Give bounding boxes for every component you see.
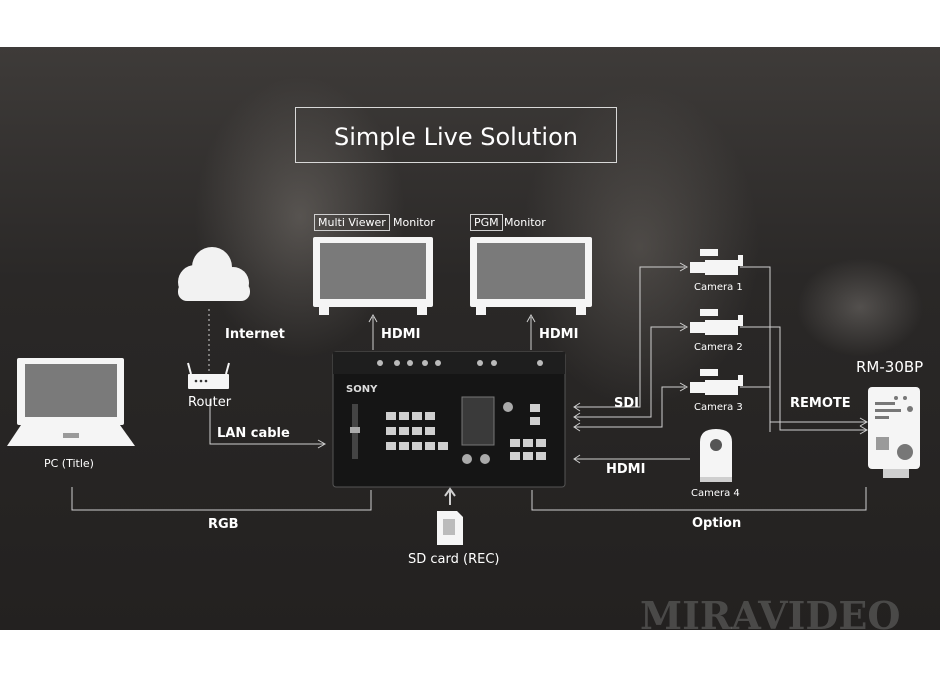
rgb-cable-line [71, 487, 372, 511]
pgm-monitor-icon [470, 237, 592, 315]
camera2-label: Camera 2 [694, 342, 743, 353]
lan-cable-label: LAN cable [217, 426, 290, 441]
cloud-icon [178, 247, 250, 301]
switcher-device [332, 351, 566, 488]
diagram-stage: Simple Live Solution Multi Viewer Monito… [0, 47, 940, 630]
internet-label: Internet [225, 327, 285, 342]
sony-brand: SONY [346, 384, 378, 395]
remote-line-3 [740, 386, 771, 432]
watermark: MIRAVIDEO [640, 593, 901, 630]
sdi-line-camera3 [574, 386, 685, 428]
multi-viewer-monitor-label: Monitor [393, 216, 435, 229]
camera4-ptz-icon [700, 429, 732, 482]
camera3-label: Camera 3 [694, 402, 743, 413]
router-icon [187, 362, 230, 389]
multi-viewer-monitor-icon [313, 237, 433, 315]
pc-label: PC (Title) [44, 457, 94, 470]
hdmi-mv-label: HDMI [381, 327, 421, 342]
router-label: Router [188, 395, 232, 410]
sdi-label: SDI [614, 396, 639, 411]
rm30bp-remote-icon [868, 387, 920, 478]
pgm-monitor-label: Monitor [504, 216, 546, 229]
camera3-icon [690, 369, 743, 395]
lan-cable-line [209, 399, 324, 445]
rgb-label: RGB [208, 517, 239, 532]
option-label: Option [692, 516, 742, 531]
page-title: Simple Live Solution [334, 123, 578, 151]
title-box: Simple Live Solution [295, 107, 617, 163]
hdmi-pgm-label: HDMI [539, 327, 579, 342]
camera1-icon [690, 249, 743, 275]
sd-card-label: SD card (REC) [408, 552, 500, 567]
remote-line-1 [740, 266, 866, 423]
camera2-icon [690, 309, 743, 335]
hdmi-mv-arrow [368, 313, 378, 323]
lan-arrow [317, 439, 327, 449]
remote-line-2 [740, 326, 866, 431]
camera1-label: Camera 1 [694, 282, 743, 293]
sd-card-icon [437, 511, 463, 545]
camera4-label: Camera 4 [691, 488, 740, 499]
sdi-line-camera2 [574, 326, 685, 418]
remote-label: REMOTE [790, 396, 851, 411]
hdmi-cam4-label: HDMI [606, 462, 646, 477]
sdi-line-camera1 [574, 266, 685, 408]
connection-diagram [7, 237, 920, 545]
option-line [531, 487, 867, 511]
laptop-icon [7, 358, 135, 446]
hdmi-pgm-arrow [526, 313, 536, 323]
rm30bp-label: RM-30BP [856, 358, 924, 376]
pgm-tag: PGM [470, 214, 503, 231]
multi-viewer-tag: Multi Viewer [314, 214, 390, 231]
